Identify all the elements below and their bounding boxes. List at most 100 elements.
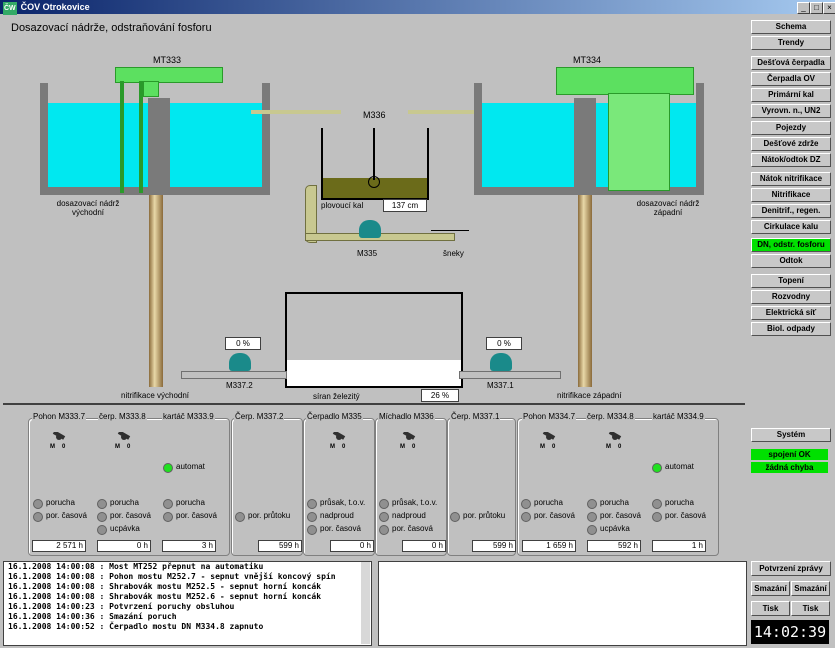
mode-switch[interactable]	[50, 430, 68, 448]
hour-counter: 0 h	[97, 540, 151, 552]
log-line: 16.1.2008 14:00:23 : Potvrzení poruchy o…	[8, 602, 235, 611]
pump-m335[interactable]	[359, 220, 381, 238]
mode-switch[interactable]	[540, 430, 558, 448]
confirm-message-button[interactable]: Potvrzení zprávy	[751, 561, 831, 576]
led-label: porucha	[46, 498, 75, 507]
hour-counter: 1 659 h	[522, 540, 576, 552]
menu-item[interactable]: Primární kal	[751, 88, 831, 102]
led-label: automat	[665, 462, 694, 471]
menu-item[interactable]: Čerpadla OV	[751, 72, 831, 86]
status-led	[97, 499, 107, 509]
hour-counter: 0 h	[402, 540, 446, 552]
mode-switch[interactable]	[115, 430, 133, 448]
menu-item[interactable]: Biol. odpady	[751, 322, 831, 336]
menu-item[interactable]: DN, odstr. fosforu	[751, 238, 831, 252]
status-led	[587, 499, 597, 509]
print-button-1[interactable]: Tisk	[751, 601, 790, 616]
hour-counter: 3 h	[162, 540, 216, 552]
led-label: por. časová	[320, 524, 361, 533]
menu-item[interactable]: Trendy	[751, 36, 831, 50]
led-label: por. průtoku	[248, 511, 291, 520]
status-connection: spojení OK	[751, 449, 828, 460]
led-label: por. průtoku	[463, 511, 506, 520]
event-log[interactable]: 16.1.2008 14:00:08 : Most MT252 přepnut …	[3, 561, 372, 646]
mode-switch[interactable]	[330, 430, 348, 448]
m337-1-label: M337.1	[487, 381, 514, 390]
menu-item[interactable]: Rozvodny	[751, 290, 831, 304]
switch-label-0: 0	[552, 444, 556, 450]
status-led	[235, 512, 245, 522]
floating-sludge-label: plovoucí kal	[321, 201, 364, 210]
ferric-label: síran železitý	[313, 392, 360, 401]
led-label: porucha	[110, 498, 139, 507]
maximize-button[interactable]: □	[810, 2, 823, 14]
bridge-mt333[interactable]	[115, 67, 223, 83]
event-log-secondary[interactable]	[378, 561, 747, 646]
page-title: Dosazovací nádrže, odstraňování fosforu	[11, 22, 212, 34]
device-panel	[447, 418, 516, 556]
log-line: 16.1.2008 14:00:08 : Most MT252 přepnut …	[8, 562, 264, 571]
delete-button-1[interactable]: Smazání	[751, 581, 790, 596]
status-led	[587, 512, 597, 522]
mode-switch[interactable]	[606, 430, 624, 448]
status-led	[521, 499, 531, 509]
mode-switch[interactable]	[400, 430, 418, 448]
close-button[interactable]: ×	[823, 2, 835, 14]
led-label: por. časová	[665, 511, 706, 520]
led-label: porucha	[600, 498, 629, 507]
log-line: 16.1.2008 14:00:08 : Shrabovák mostu M25…	[8, 582, 322, 591]
status-led	[97, 525, 107, 535]
m337-2-value: 0 %	[225, 337, 261, 350]
menu-item[interactable]: Vyrovn. n., UN2	[751, 104, 831, 118]
pump-m337-1[interactable]	[490, 353, 512, 371]
minimize-button[interactable]: _	[797, 2, 810, 14]
hour-counter: 599 h	[472, 540, 516, 552]
status-errors: žádná chyba	[751, 462, 828, 473]
switch-label-m: M	[330, 444, 335, 450]
status-led	[379, 512, 389, 522]
menu-item[interactable]: Dešťové zdrže	[751, 137, 831, 151]
menu-item[interactable]: Schema	[751, 20, 831, 34]
status-led	[379, 525, 389, 535]
pump-m337-2[interactable]	[229, 353, 251, 371]
menu-item[interactable]: Nátok/odtok DZ	[751, 153, 831, 167]
menu-item[interactable]: Nátok nitrifikace	[751, 172, 831, 186]
switch-label-0: 0	[412, 444, 416, 450]
scheme-area: Dosazovací nádrže, odstraňování fosforu …	[3, 15, 745, 405]
panel-title: kartáč M333.9	[162, 412, 215, 421]
menu-item[interactable]: Odtok	[751, 254, 831, 268]
scum-tank	[321, 128, 429, 200]
status-led	[163, 463, 173, 473]
panel-title: Čerpadlo M335	[306, 412, 363, 421]
menu-item[interactable]: Topení	[751, 274, 831, 288]
switch-label-m: M	[400, 444, 405, 450]
led-label: nadproud	[320, 511, 354, 520]
led-label: por. časová	[110, 511, 151, 520]
bridge-mt334[interactable]	[556, 67, 694, 95]
m337-1-value: 0 %	[486, 337, 522, 350]
menu-item[interactable]: Denitrif., regen.	[751, 204, 831, 218]
ferric-value: 26 %	[421, 389, 459, 402]
switch-label-m: M	[50, 444, 55, 450]
menu-item[interactable]: Dešťová čerpadla	[751, 56, 831, 70]
menu-item[interactable]: Nitrifikace	[751, 188, 831, 202]
m336-label: M336	[363, 110, 386, 120]
switch-label-0: 0	[618, 444, 622, 450]
nitr-east-label: nitrifikace východní	[121, 391, 190, 400]
tank-east-label: dosazovací nádrž východní	[56, 199, 120, 217]
log-scrollbar[interactable]	[361, 562, 370, 644]
print-button-2[interactable]: Tisk	[791, 601, 830, 616]
status-led	[652, 463, 662, 473]
panel-title: Čerp. M337.1	[450, 412, 501, 421]
hour-counter: 592 h	[587, 540, 641, 552]
menu-item[interactable]: Elektrická síť	[751, 306, 831, 320]
menu-item[interactable]: Pojezdy	[751, 121, 831, 135]
delete-button-2[interactable]: Smazání	[791, 581, 830, 596]
switch-label-0: 0	[127, 444, 131, 450]
status-led	[652, 512, 662, 522]
menu-item[interactable]: Cirkulace kalu	[751, 220, 831, 234]
system-button[interactable]: Systém	[751, 428, 831, 442]
switch-label-0: 0	[342, 444, 346, 450]
window-title: ČOV Otrokovice	[20, 2, 90, 12]
tank-west-label: dosazovací nádrž západní	[636, 199, 700, 217]
